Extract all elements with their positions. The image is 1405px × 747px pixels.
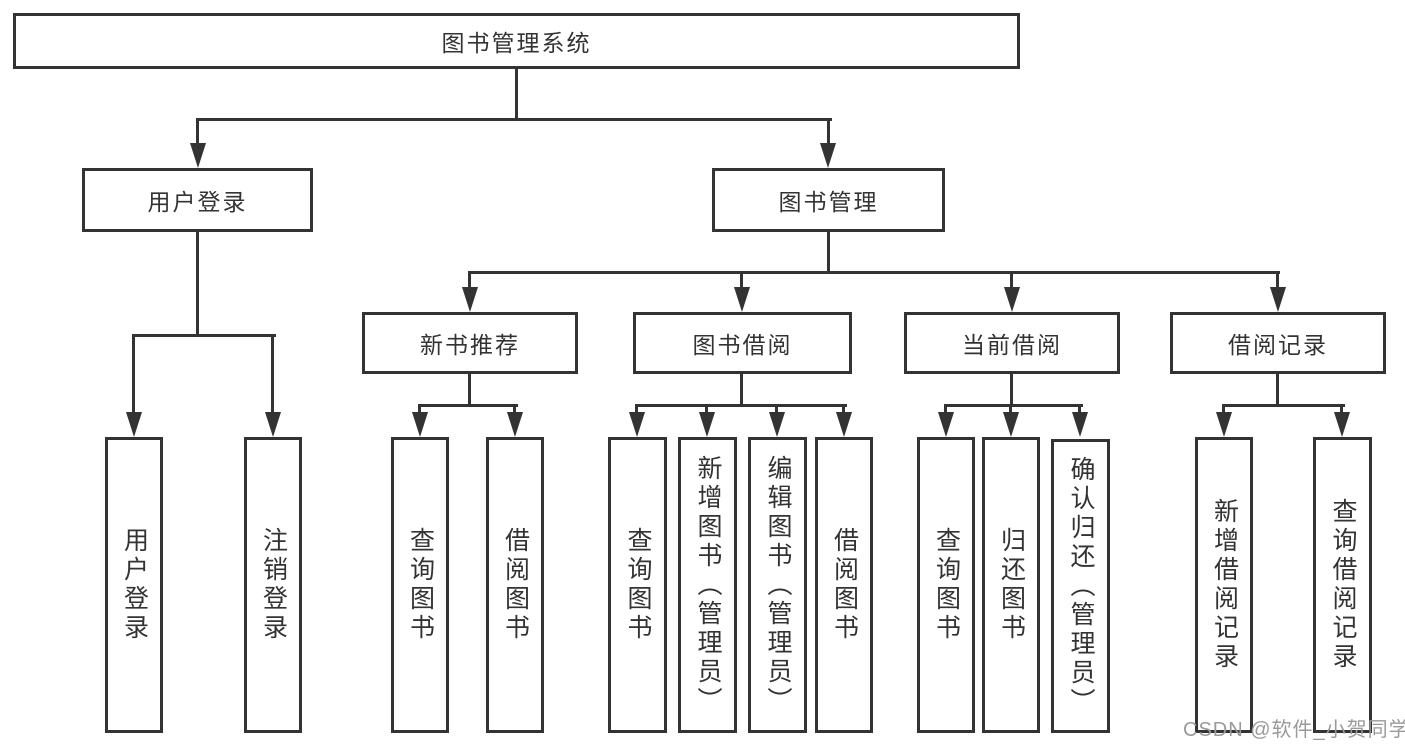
node-root: 图书管理系统 (13, 13, 1020, 69)
leaf-add-borrow-record-label: 新增借阅记录 (1210, 498, 1239, 672)
connector-line (1276, 271, 1279, 291)
leaf-edit-books-admin-label: 编辑图书（管理员） (764, 454, 792, 716)
leaf-query-borrow-record-label: 查询借阅记录 (1329, 498, 1357, 672)
arrow-down-icon (820, 143, 836, 168)
connector-line (1010, 271, 1013, 291)
leaf-query-books-borrow-label: 查询图书 (624, 527, 652, 643)
connector-line (1222, 404, 1225, 416)
node-book-management: 图书管理 (712, 168, 945, 232)
arrow-down-icon (1270, 287, 1286, 312)
leaf-return-books-label: 归还图书 (997, 527, 1026, 643)
arrow-down-icon (734, 287, 750, 312)
arrow-down-icon (769, 412, 785, 437)
leaf-return-books: 归还图书 (982, 437, 1040, 733)
connector-line (468, 271, 471, 291)
node-user-login-label: 用户登录 (147, 189, 248, 215)
node-borrow-records: 借阅记录 (1170, 312, 1386, 374)
leaf-query-books-current-label: 查询图书 (932, 527, 961, 643)
leaf-borrow-books-recommend-label: 借阅图书 (501, 527, 530, 643)
arrow-down-icon (1072, 412, 1088, 437)
connector-line (827, 232, 830, 274)
connector-line (418, 404, 518, 407)
arrow-down-icon (1003, 412, 1019, 437)
connector-line (705, 404, 708, 416)
node-root-label: 图书管理系统 (441, 30, 592, 56)
node-book-borrow-label: 图书借阅 (692, 332, 793, 358)
arrow-down-icon (699, 412, 715, 437)
arrow-down-icon (126, 412, 142, 437)
leaf-user-login-label: 用户登录 (120, 527, 149, 643)
connector-line (468, 271, 1280, 274)
arrow-down-icon (462, 287, 478, 312)
connector-line (740, 374, 743, 407)
connector-line (1009, 404, 1012, 416)
node-user-login: 用户登录 (82, 168, 313, 232)
arrow-down-icon (1216, 412, 1232, 437)
connector-line (944, 404, 947, 416)
connector-line (1078, 404, 1081, 416)
leaf-add-borrow-record: 新增借阅记录 (1195, 437, 1253, 733)
connector-line (132, 334, 276, 337)
node-book-management-label: 图书管理 (778, 189, 879, 215)
connector-line (468, 374, 471, 407)
csdn-watermark: CSDN @软件_小贺同学 (1183, 719, 1405, 741)
arrow-down-icon (629, 412, 645, 437)
node-book-borrow: 图书借阅 (633, 312, 852, 374)
connector-line (196, 118, 199, 148)
connector-line (944, 404, 1083, 407)
leaf-borrow-books-recommend: 借阅图书 (486, 437, 544, 733)
connector-line (132, 334, 135, 416)
leaf-query-books-current: 查询图书 (917, 437, 975, 733)
leaf-logout: 注销登录 (244, 437, 302, 733)
arrow-down-icon (1334, 412, 1350, 437)
leaf-confirm-return-admin-label: 确认归还（管理员） (1067, 455, 1095, 717)
node-new-book-recommend-label: 新书推荐 (420, 332, 520, 358)
leaf-confirm-return-admin: 确认归还（管理员） (1051, 439, 1110, 733)
connector-line (635, 404, 847, 407)
leaf-add-books-admin-label: 新增图书（管理员） (694, 454, 722, 716)
leaf-edit-books-admin: 编辑图书（管理员） (748, 437, 807, 733)
connector-line (1276, 374, 1279, 407)
connector-line (775, 404, 778, 416)
connector-line (635, 404, 638, 416)
connector-line (271, 334, 274, 416)
arrow-down-icon (836, 412, 852, 437)
leaf-query-books-borrow: 查询图书 (608, 437, 667, 733)
connector-line (827, 118, 830, 148)
connector-line (196, 232, 199, 337)
arrow-down-icon (190, 143, 206, 168)
arrow-down-icon (938, 412, 954, 437)
leaf-add-books-admin: 新增图书（管理员） (678, 437, 737, 733)
leaf-user-login: 用户登录 (105, 437, 163, 733)
connector-line (1340, 404, 1343, 416)
node-borrow-records-label: 借阅记录 (1228, 332, 1328, 358)
node-new-book-recommend: 新书推荐 (362, 312, 578, 374)
leaf-query-borrow-record: 查询借阅记录 (1313, 437, 1372, 733)
connector-line (196, 118, 832, 121)
leaf-borrow-books: 借阅图书 (815, 437, 873, 733)
leaf-query-books-recommend: 查询图书 (391, 437, 449, 733)
leaf-logout-label: 注销登录 (259, 527, 288, 643)
arrow-down-icon (1004, 287, 1020, 312)
connector-line (513, 404, 516, 416)
connector-line (842, 404, 845, 416)
connector-line (418, 404, 421, 416)
node-current-borrow-label: 当前借阅 (962, 332, 1062, 358)
leaf-borrow-books-label: 借阅图书 (830, 527, 859, 643)
arrow-down-icon (265, 412, 281, 437)
connector-line (740, 271, 743, 291)
connector-line (1222, 404, 1345, 407)
node-current-borrow: 当前借阅 (904, 312, 1120, 374)
connector-line (1010, 374, 1013, 407)
arrow-down-icon (412, 412, 428, 437)
connector-line (515, 68, 518, 121)
leaf-query-books-recommend-label: 查询图书 (406, 527, 435, 643)
arrow-down-icon (507, 412, 523, 437)
